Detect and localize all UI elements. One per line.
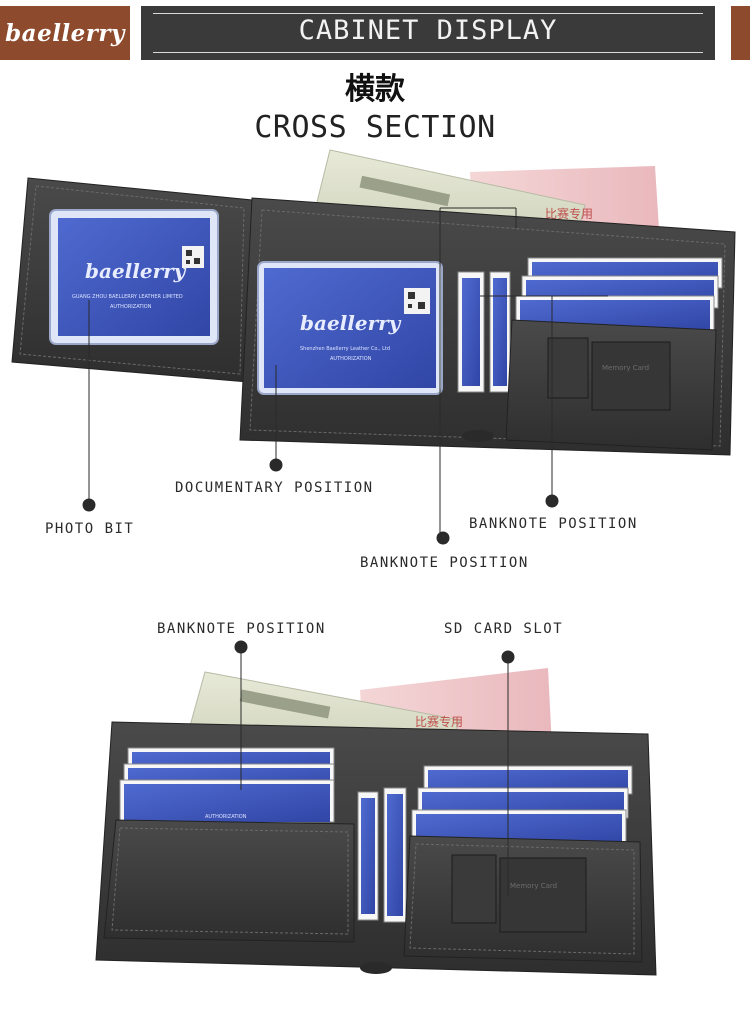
main-body-stitch <box>249 209 726 447</box>
label-banknote-position-right: BANKNOTE POSITION <box>469 516 638 532</box>
left-card-text: AUTHORIZATION <box>205 814 247 820</box>
photo-card-line2: AUTHORIZATION <box>110 304 152 310</box>
open-wallet-top: 比赛专用 baellerry GUANG ZHOU BAELLERRY LEAT… <box>11 149 736 456</box>
label-documentary-position: DOCUMENTARY POSITION <box>175 480 374 496</box>
sd-tab-text: Memory Card <box>510 882 557 890</box>
brand-logo: baellerry <box>5 19 125 47</box>
callout-lines-bottom <box>234 640 515 896</box>
label-banknote-position-center: BANKNOTE POSITION <box>360 555 529 571</box>
id-card-line2: AUTHORIZATION <box>330 356 372 362</box>
bill-print <box>359 175 451 207</box>
title-rule-top <box>153 13 703 14</box>
title-bar: CABINET DISPLAY <box>141 6 715 60</box>
callout-lines-top <box>82 207 608 545</box>
label-sd-card-slot: SD CARD SLOT <box>444 621 564 637</box>
id-card-brand: baellerry <box>300 311 402 335</box>
callout-dot <box>82 498 96 512</box>
sd-slot <box>451 854 497 924</box>
callout-dot <box>545 494 559 508</box>
brand-logo-box: baellerry <box>0 6 130 60</box>
bill-cn-text: 比赛专用 <box>415 714 463 729</box>
photo-card <box>58 218 210 336</box>
qr-code-icon <box>404 288 430 314</box>
photo-card-line1: GUANG ZHOU BAELLERRY LEATHER LIMITED <box>72 294 183 300</box>
left-flap-stitch <box>19 185 245 375</box>
callout-dot <box>269 458 283 472</box>
title-rule-bottom <box>153 52 703 53</box>
photo-card-brand: baellerry <box>85 259 187 283</box>
qr-code-icon <box>182 246 204 268</box>
sd-tab-text: Memory Card <box>602 364 649 372</box>
left-pocket <box>103 819 355 943</box>
label-photo-bit: PHOTO BIT <box>45 521 135 537</box>
folded-wallet-bottom: 比赛专用 AUTHORIZATION Memory Card <box>95 668 657 976</box>
subtitle-english: CROSS SECTION <box>254 110 496 145</box>
clasp <box>360 962 392 974</box>
sd-tab-top <box>591 341 671 411</box>
accent-block <box>731 6 750 60</box>
page-title: CABINET DISPLAY <box>298 15 558 46</box>
sd-slot-top <box>547 337 589 399</box>
subtitle-chinese: 横款 <box>345 72 405 107</box>
callout-dot <box>436 531 450 545</box>
bill-cn-text: 比赛专用 <box>545 206 593 221</box>
bill-print <box>239 689 331 719</box>
sd-tab <box>499 857 587 933</box>
clasp <box>462 430 494 442</box>
label-banknote-position: BANKNOTE POSITION <box>157 621 326 637</box>
id-card-line1: Shenzhen Baellerry Leather Co., Ltd <box>300 346 390 352</box>
